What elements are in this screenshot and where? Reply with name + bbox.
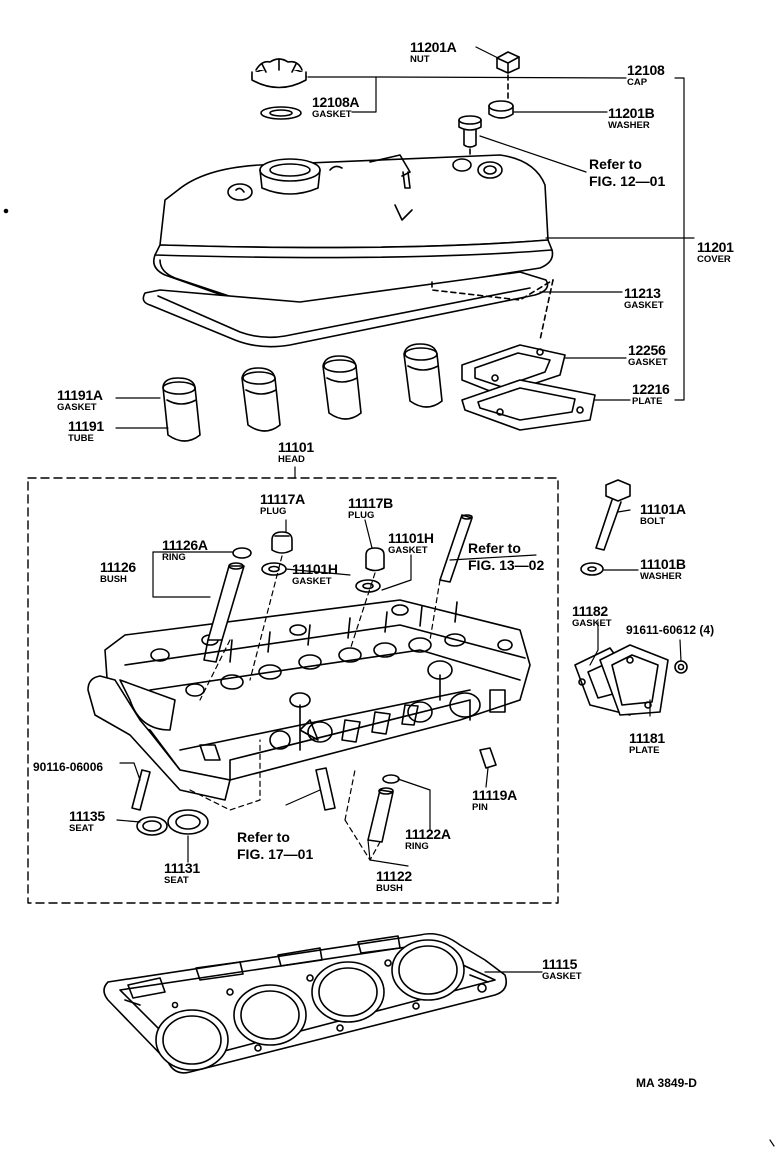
valve-cover-drawing (152, 154, 554, 308)
cover-gasket-drawing (142, 271, 549, 348)
code-90116-06006: 90116-06006 (33, 760, 104, 774)
head-assembly-frame (27, 477, 559, 904)
pin-drawing (479, 747, 497, 769)
plug-a-drawing (271, 531, 293, 554)
cylinder-head-drawing (87, 599, 531, 801)
washer-drawing (488, 100, 514, 119)
stud-17-01-drawing (315, 767, 336, 811)
cap-drawing (251, 58, 307, 89)
ring-b-drawing (382, 774, 400, 784)
nut-drawing (496, 51, 520, 74)
seat-a-drawing (136, 816, 168, 836)
water-outlet-plate-drawing (599, 644, 669, 716)
bush-b-drawing (367, 787, 394, 843)
small-bolt-drawing (674, 660, 688, 674)
seat-b-drawing (167, 809, 209, 835)
leader-lines-top (115, 46, 695, 429)
head-gasket-drawing (103, 932, 508, 1074)
stud-90116-drawing (131, 769, 151, 811)
ring-a-drawing (232, 547, 252, 559)
bush-a-drawing (203, 562, 245, 663)
plug-b-drawing (365, 547, 385, 572)
bolt-washer-drawing (580, 562, 604, 576)
plate-gasket-drawing (461, 344, 566, 396)
tube-drawings (162, 343, 443, 442)
leader-lines-head (116, 509, 682, 867)
stud-drawing (458, 115, 482, 148)
code-91611-60612: 91611-60612 (4) (626, 623, 715, 637)
plug-gasket-a-drawing (261, 562, 287, 576)
cap-gasket-drawing (260, 106, 302, 120)
bolt-drawing (595, 479, 631, 551)
plug-gasket-b-drawing (355, 579, 381, 593)
drawing-id: MA 3849-D (636, 1076, 697, 1090)
plate-drawing (461, 379, 596, 431)
stud-13-02-drawing (439, 514, 473, 583)
